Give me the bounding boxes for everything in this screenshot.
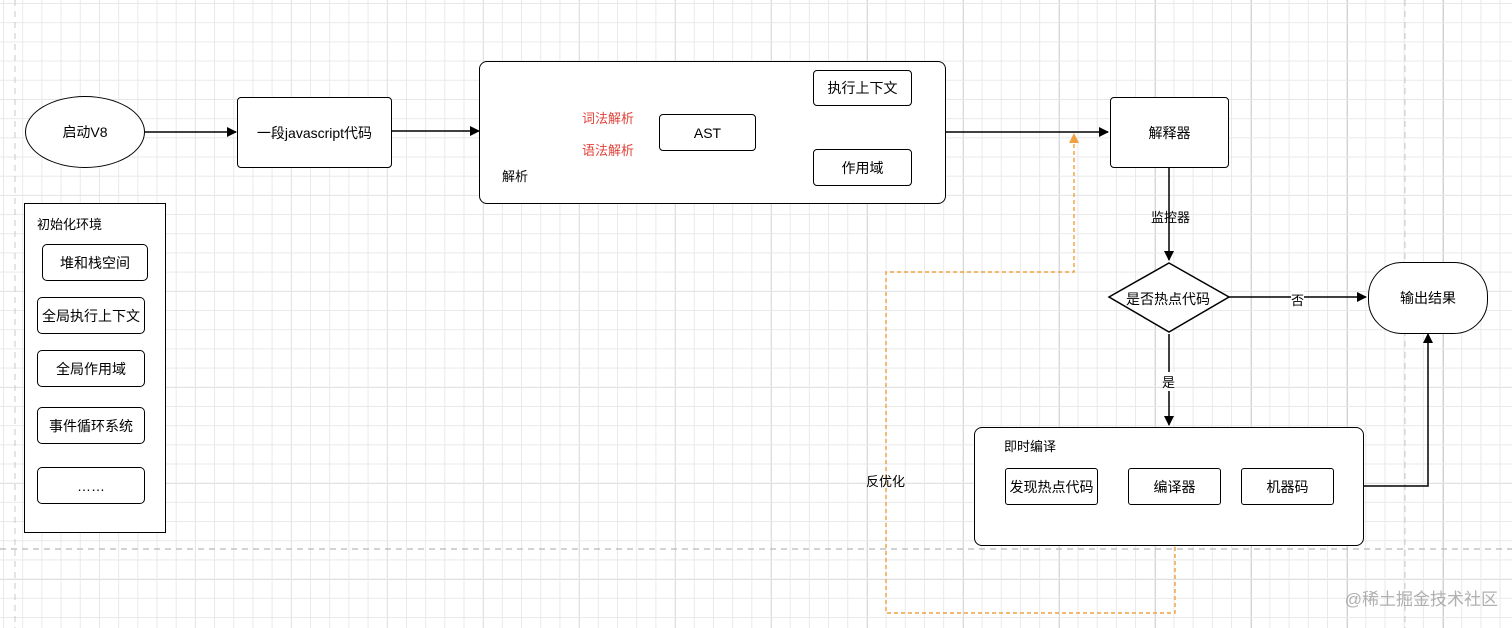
init-env-item-label: …… <box>77 477 105 494</box>
exec-context-node: 执行上下文 <box>813 70 912 106</box>
start-v8-node: 启动V8 <box>25 96 145 168</box>
parse-label: 解析 <box>502 169 529 184</box>
init-env-item: 全局作用域 <box>37 350 145 387</box>
no-label: 否 <box>1291 290 1305 309</box>
output-node: 输出结果 <box>1368 262 1488 334</box>
watermark: @稀土掘金技术社区 <box>1344 590 1498 609</box>
jit-step-machine-code: 机器码 <box>1241 468 1334 505</box>
jit-step-compiler: 编译器 <box>1128 468 1221 505</box>
lexical-analysis-label: 词法解析 <box>582 111 635 126</box>
init-env-item: …… <box>37 467 145 504</box>
monitor-label: 监控器 <box>1151 210 1191 225</box>
scope-node: 作用域 <box>813 149 912 186</box>
init-env-item-label: 事件循环系统 <box>49 417 133 434</box>
hot-code-check-label: 是否热点代码 <box>1126 291 1210 307</box>
deopt-label: 反优化 <box>866 474 906 489</box>
js-code-label: 一段javascript代码 <box>256 124 373 141</box>
init-env-item-label: 全局作用域 <box>56 360 126 377</box>
ast-label: AST <box>693 124 722 141</box>
output-label: 输出结果 <box>1400 290 1456 306</box>
arrow-jit-to-output <box>1364 333 1433 487</box>
scope-label: 作用域 <box>841 159 884 176</box>
init-env-item-label: 全局执行上下文 <box>42 307 140 324</box>
yes-label: 是 <box>1162 372 1176 391</box>
init-env-item-label: 堆和栈空间 <box>60 254 130 271</box>
js-code-node: 一段javascript代码 <box>237 97 392 168</box>
init-env-title: 初始化环境 <box>37 217 103 232</box>
init-env-item: 堆和栈空间 <box>42 244 148 281</box>
exec-context-label: 执行上下文 <box>827 80 898 96</box>
jit-step-label: 机器码 <box>1266 478 1309 495</box>
ast-node: AST <box>659 114 756 151</box>
jit-title: 即时编译 <box>1004 439 1057 454</box>
init-env-item: 事件循环系统 <box>37 407 145 444</box>
start-v8-label: 启动V8 <box>62 124 108 140</box>
interpreter-label: 解释器 <box>1148 124 1191 141</box>
interpreter-node: 解释器 <box>1110 97 1229 168</box>
jit-step-label: 编译器 <box>1153 478 1196 495</box>
jit-step-hot-code: 发现热点代码 <box>1005 468 1098 505</box>
syntax-analysis-label: 语法解析 <box>582 143 635 158</box>
jit-step-label: 发现热点代码 <box>1009 478 1094 495</box>
init-env-item: 全局执行上下文 <box>37 297 145 334</box>
